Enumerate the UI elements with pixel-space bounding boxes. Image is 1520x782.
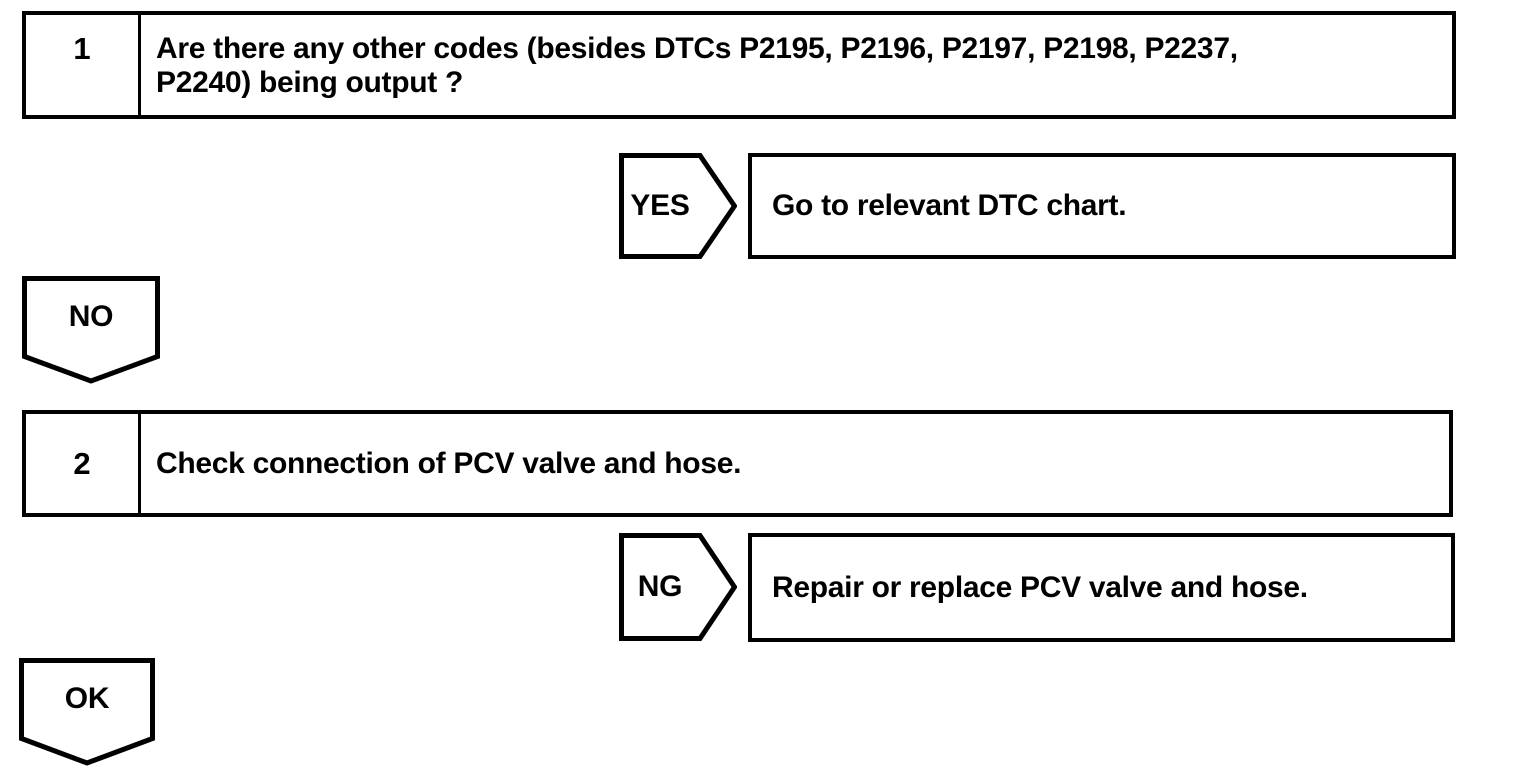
down-arrow-pentagon-icon bbox=[22, 276, 160, 384]
step-2-instruction: Check connection of PCV valve and hose. bbox=[141, 414, 1449, 513]
step-1-question-line-2: P2240) being output ? bbox=[156, 66, 464, 99]
yes-action-text: Go to relevant DTC chart. bbox=[772, 189, 1127, 222]
step-1-question: Are there any other codes (besides DTCs … bbox=[141, 15, 1452, 115]
step-2-number: 2 bbox=[26, 414, 141, 513]
ng-action-text: Repair or replace PCV valve and hose. bbox=[772, 570, 1308, 604]
step-1-box: 1 Are there any other codes (besides DTC… bbox=[22, 11, 1456, 119]
ng-action-box: Repair or replace PCV valve and hose. bbox=[748, 533, 1455, 642]
yes-branch-connector: YES bbox=[619, 153, 737, 259]
yes-branch-label: YES bbox=[630, 189, 690, 222]
ok-continue-label: OK bbox=[64, 681, 110, 715]
ng-branch-connector: NG bbox=[619, 533, 737, 641]
right-arrow-pentagon-icon bbox=[619, 153, 737, 259]
step-2-box: 2 Check connection of PCV valve and hose… bbox=[22, 410, 1453, 517]
ok-continue-connector: OK bbox=[19, 658, 155, 766]
step-number-label: 1 bbox=[73, 31, 91, 66]
step-number-label: 2 bbox=[73, 446, 91, 481]
yes-action-box: Go to relevant DTC chart. bbox=[748, 153, 1456, 259]
ng-branch-label: NG bbox=[637, 570, 683, 603]
no-continue-label: NO bbox=[68, 299, 114, 333]
step-1-number: 1 bbox=[26, 15, 141, 115]
step-2-instruction-text: Check connection of PCV valve and hose. bbox=[156, 447, 742, 480]
no-continue-connector: NO bbox=[22, 276, 160, 384]
right-arrow-pentagon-icon bbox=[619, 533, 737, 641]
down-arrow-pentagon-icon bbox=[19, 658, 155, 766]
step-1-question-line-1: Are there any other codes (besides DTCs … bbox=[156, 32, 1238, 65]
